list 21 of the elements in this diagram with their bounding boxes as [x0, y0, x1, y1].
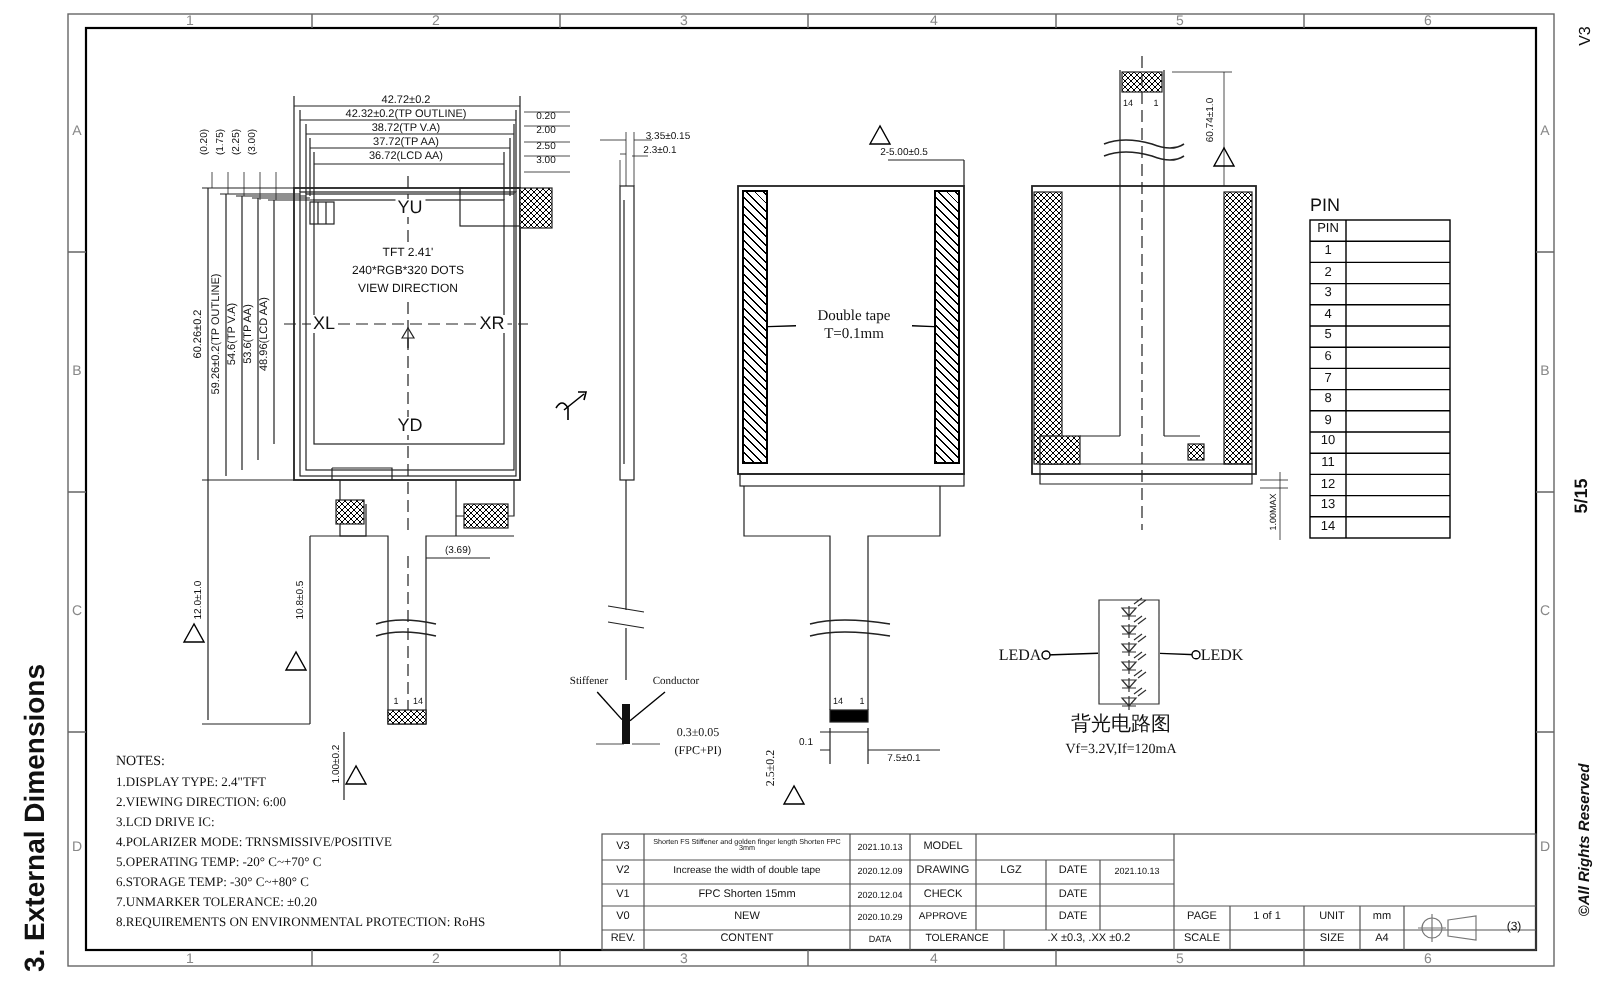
revision-mark: V3 [1578, 26, 1594, 46]
fpc-layer-bar [622, 704, 630, 744]
leader-line [596, 691, 623, 721]
circuit-caption: 背光电路图 [1071, 716, 1171, 736]
connector-line [1041, 650, 1099, 660]
section-title: 3. External Dimensions [20, 663, 48, 973]
axis-label: YD [395, 417, 425, 435]
connector-line [1159, 650, 1201, 660]
leader-line [629, 691, 666, 722]
double-tape-strip [934, 190, 960, 464]
terminal-label: LEDK [1196, 644, 1248, 668]
led-array-drawing [1098, 594, 1160, 710]
table-title: PIN [1310, 197, 1341, 215]
leader-line [767, 325, 797, 328]
axis-label: YU [395, 199, 425, 217]
axis-label: XL [311, 315, 337, 333]
page-number: 5/15 [1573, 478, 1591, 514]
terminal-label: LEDA [994, 644, 1046, 668]
axis-label: XR [477, 315, 507, 333]
double-tape-strip [742, 190, 768, 464]
leader-line [911, 325, 935, 328]
